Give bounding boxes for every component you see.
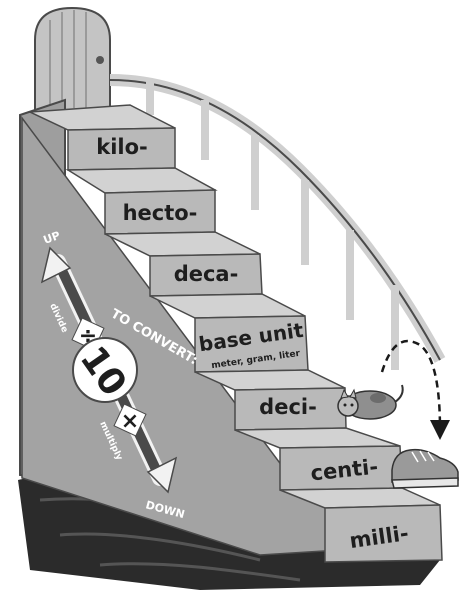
step-label-hecto: hecto- [123, 201, 198, 225]
step-label-kilo: kilo- [96, 135, 148, 159]
door-icon [35, 8, 110, 110]
multiply-symbol: × [121, 409, 139, 434]
step-label-deci: deci- [259, 395, 317, 419]
step-label-deca: deca- [174, 262, 239, 286]
